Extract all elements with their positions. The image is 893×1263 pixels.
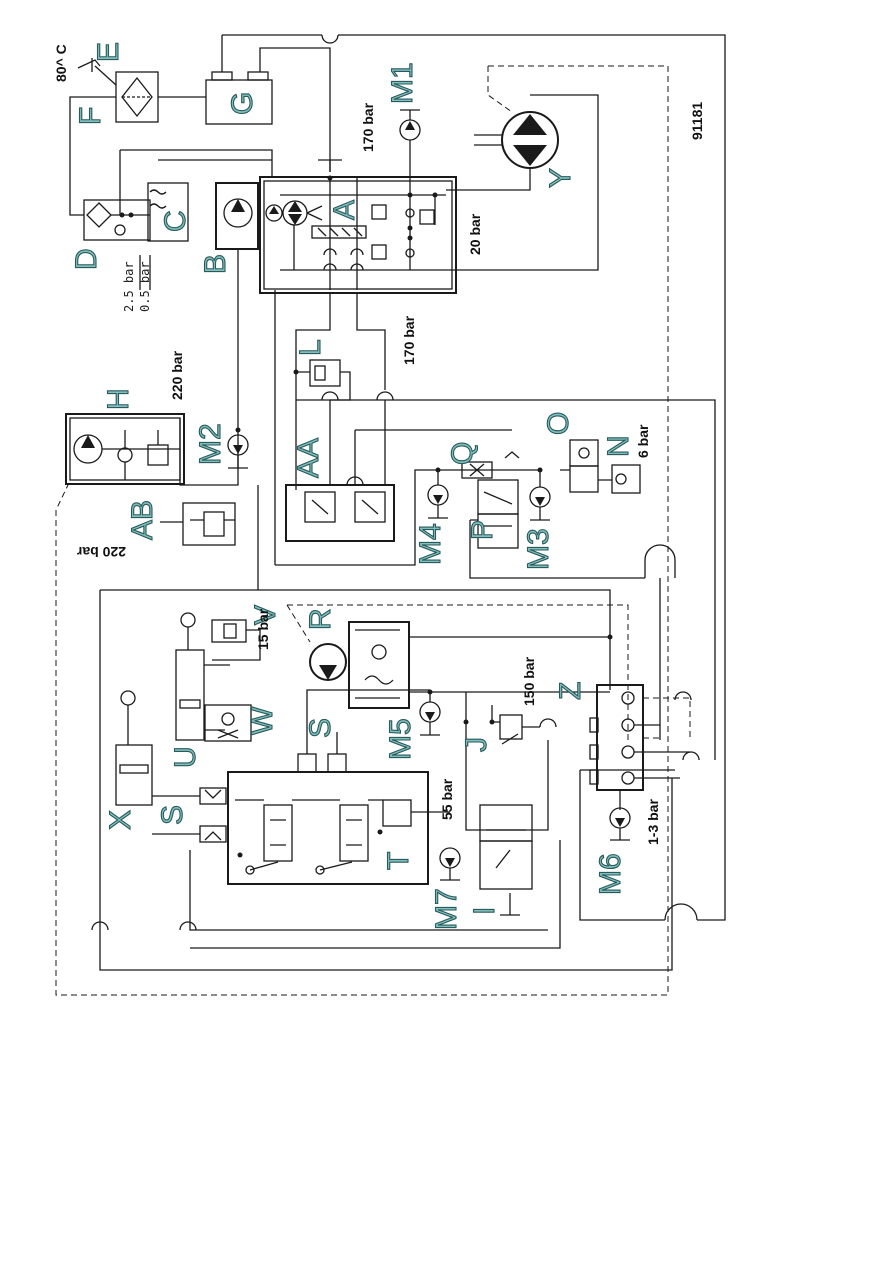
- label-U: U: [169, 746, 202, 768]
- temp-label: 80^ C: [53, 44, 69, 82]
- label-J: J: [460, 737, 493, 752]
- label-S-top: S: [304, 718, 337, 738]
- filter-F: [69, 71, 206, 216]
- return-loops: [91, 544, 700, 949]
- label-M4: M4: [414, 523, 447, 565]
- label-Y: Y: [544, 168, 577, 188]
- gauge-M6: [609, 807, 631, 841]
- pressure-15: 15 bar: [255, 608, 271, 650]
- cylinder-X: [115, 690, 153, 806]
- pressure-150: 150 bar: [521, 656, 537, 706]
- gauge-M5: [419, 692, 441, 736]
- label-G: G: [226, 92, 259, 115]
- label-V: V: [249, 605, 282, 625]
- label-AA: AA: [292, 438, 325, 478]
- cylinder-U: [175, 649, 230, 741]
- label-M3: M3: [522, 528, 555, 570]
- valve-N: [611, 464, 641, 494]
- valve-O: [560, 439, 612, 493]
- label-Z: Z: [554, 682, 587, 700]
- valve-I: [479, 804, 533, 916]
- label-AB: AB: [126, 500, 159, 540]
- valve-L: [293, 359, 351, 401]
- label-B: B: [199, 254, 232, 274]
- pressure-labels: 91181 80^ C 170 bar 20 bar 170 bar 2.5 b…: [53, 44, 705, 845]
- label-M6: M6: [594, 853, 627, 895]
- label-M2: M2: [194, 423, 227, 465]
- valves-S-left: [152, 787, 227, 843]
- valve-J: [463, 692, 557, 831]
- component-letters: E F G M1 C D B A Y L H M2 AA AB Q O N M4…: [69, 41, 635, 930]
- gauge-M2: [227, 427, 249, 469]
- label-S-left: S: [156, 805, 189, 825]
- label-X: X: [104, 810, 137, 830]
- valve-V: [180, 612, 261, 661]
- filter-D: [83, 149, 273, 241]
- pressure-220-ab: 220 bar: [76, 544, 126, 560]
- label-N: N: [602, 435, 635, 457]
- pressure-55: 55 bar: [439, 778, 455, 820]
- label-C: C: [159, 210, 192, 232]
- tank-G: [205, 71, 273, 125]
- pressure-2-5: 2.5 bar: [122, 261, 136, 312]
- gauge-M4: [427, 467, 449, 519]
- pressure-0-5: 0.5 bar: [138, 261, 152, 312]
- label-O: O: [542, 412, 575, 435]
- label-I: I: [468, 907, 501, 915]
- label-E: E: [92, 42, 125, 62]
- label-L: L: [294, 339, 327, 356]
- valve-Q: [461, 451, 520, 479]
- valve-block-T: [227, 771, 450, 885]
- label-T: T: [382, 852, 415, 870]
- label-Q: Q: [446, 442, 479, 465]
- doc-number: 91181: [689, 102, 705, 140]
- valve-block-R: [348, 621, 613, 709]
- pressure-1-3: 1-3 bar: [645, 799, 661, 845]
- label-M5: M5: [384, 718, 417, 760]
- pressure-220-h: 220 bar: [169, 350, 185, 400]
- cooler-C: [139, 159, 272, 290]
- manifold-Z: [589, 684, 691, 810]
- gauge-M7: [439, 847, 461, 881]
- valve-P: [469, 479, 645, 579]
- label-D: D: [70, 248, 103, 270]
- pressure-170-bottom: 170 bar: [401, 315, 417, 365]
- gauge-M3: [529, 467, 551, 521]
- pressure-6: 6 bar: [635, 424, 651, 458]
- thermostat-E: [77, 58, 117, 86]
- valve-W: [204, 704, 252, 742]
- label-W: W: [246, 706, 279, 735]
- pump-unit-A: [259, 175, 457, 490]
- label-R: R: [304, 608, 337, 630]
- label-P: P: [466, 520, 499, 540]
- label-H: H: [102, 388, 135, 410]
- label-M7: M7: [430, 888, 463, 930]
- pressure-170-top: 170 bar: [360, 102, 376, 152]
- valve-block-AA: [274, 290, 716, 760]
- gauge-M1: [399, 109, 421, 195]
- motor-R: [286, 604, 629, 740]
- pump-B: [215, 182, 259, 430]
- pressure-20: 20 bar: [467, 213, 483, 255]
- label-A: A: [328, 200, 361, 220]
- label-M1: M1: [386, 62, 419, 104]
- label-F: F: [74, 107, 107, 125]
- valve-AB: [160, 485, 259, 590]
- motor-Y: [446, 94, 599, 271]
